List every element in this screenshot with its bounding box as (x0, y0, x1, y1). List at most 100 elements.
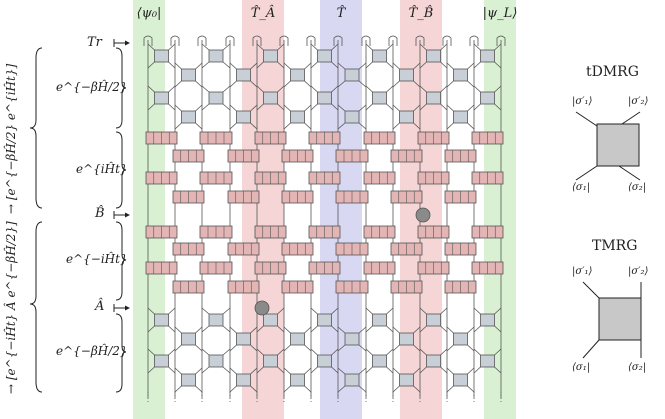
gate-leg (392, 62, 400, 70)
gate-leg (283, 62, 291, 70)
gate-leg (446, 62, 454, 70)
gate-thermal (480, 313, 495, 327)
gate-leg (283, 326, 291, 334)
gate-leg (256, 366, 264, 374)
gate-leg (386, 61, 394, 69)
gate-thermal (236, 68, 251, 82)
gate-leg (358, 326, 367, 334)
trace-cap (388, 35, 398, 46)
gate-leg (413, 62, 421, 70)
gate-leg (365, 103, 373, 111)
gate-leg (174, 385, 182, 393)
gate-thermal (453, 68, 468, 82)
gate-thermal (263, 354, 278, 368)
gate-leg (229, 385, 237, 393)
gate-leg (283, 104, 291, 112)
gate-leg (473, 307, 481, 315)
gate-thermal (154, 91, 169, 105)
gate-leg (365, 307, 373, 315)
gate-leg (222, 348, 231, 356)
gate-leg (413, 104, 421, 112)
gate-leg (440, 325, 448, 333)
gate-leg (392, 80, 400, 88)
gate-leg (365, 85, 373, 93)
gate-leg (195, 367, 203, 375)
gate-leg (256, 61, 264, 69)
gate-leg (386, 85, 394, 93)
gate-thermal (154, 354, 169, 368)
gate-thermal (372, 49, 387, 63)
gate-leg (392, 344, 400, 352)
gate-leg (494, 43, 502, 51)
gate-thermal (208, 313, 224, 327)
gate-thermal (399, 68, 414, 82)
gate-leg (195, 344, 203, 352)
gate-leg (419, 307, 427, 315)
gate-leg (310, 43, 318, 51)
gate-leg (386, 325, 394, 333)
gate-leg (195, 385, 203, 393)
trace-cap (252, 35, 262, 46)
gate-leg (310, 348, 318, 356)
gate-leg (229, 326, 237, 334)
gate-leg (413, 344, 421, 352)
gate-thermal (372, 91, 387, 105)
gate-thermal (480, 91, 495, 105)
gate-leg (229, 122, 237, 130)
gate-leg (440, 348, 448, 356)
column-title-t-b: T̂_B̂ (408, 6, 434, 21)
gate-leg (277, 348, 285, 356)
gate-leg (168, 61, 176, 69)
gate-leg (147, 85, 155, 93)
gate-leg (467, 326, 475, 334)
gate-leg (440, 43, 448, 51)
gate-thermal (154, 313, 169, 327)
gate-leg (413, 80, 421, 88)
gate-leg (201, 103, 210, 111)
gate-leg (331, 103, 339, 111)
gate-leg (337, 104, 346, 112)
gate-thermal (317, 49, 332, 63)
gate-thermal (181, 332, 196, 346)
gate-thermal (426, 354, 441, 368)
column-title-psi0: ⟨ψ₀| (136, 6, 162, 21)
gate-leg (494, 307, 502, 315)
gate-leg (473, 103, 481, 111)
gate-leg (331, 325, 339, 333)
gate-leg (250, 80, 258, 88)
gate-leg (201, 85, 210, 93)
trace-cap (170, 35, 180, 46)
gate-leg (195, 326, 203, 334)
gate-thermal (344, 332, 360, 346)
gate-leg (168, 307, 176, 315)
gate-thermal (399, 373, 414, 387)
gate-thermal (372, 313, 387, 327)
gate-leg (331, 348, 339, 356)
gate-thermal (453, 332, 468, 346)
gate-leg (304, 80, 312, 88)
gate-leg (174, 122, 182, 130)
gate-leg (229, 80, 237, 88)
gate-leg (337, 385, 346, 393)
gate-leg (195, 80, 203, 88)
gate-leg (201, 43, 210, 51)
gate-leg (168, 348, 176, 356)
gate-leg (392, 385, 400, 393)
gate-leg (440, 103, 448, 111)
gate-leg (358, 62, 367, 70)
operator-a-dot (254, 300, 270, 316)
gate-leg (174, 80, 182, 88)
tensor-grid (143, 35, 506, 404)
trace-cap (143, 35, 153, 46)
gate-leg (494, 366, 502, 374)
gate-leg (195, 122, 203, 130)
gate-leg (310, 366, 318, 374)
gate-thermal (236, 373, 251, 387)
trace-cap (197, 35, 207, 46)
trace-cap (415, 35, 425, 46)
marker-arrowheads (125, 40, 130, 311)
gate-leg (413, 122, 421, 130)
trace-cap (333, 35, 343, 46)
band-psiL (484, 0, 516, 419)
gate-leg (168, 325, 176, 333)
